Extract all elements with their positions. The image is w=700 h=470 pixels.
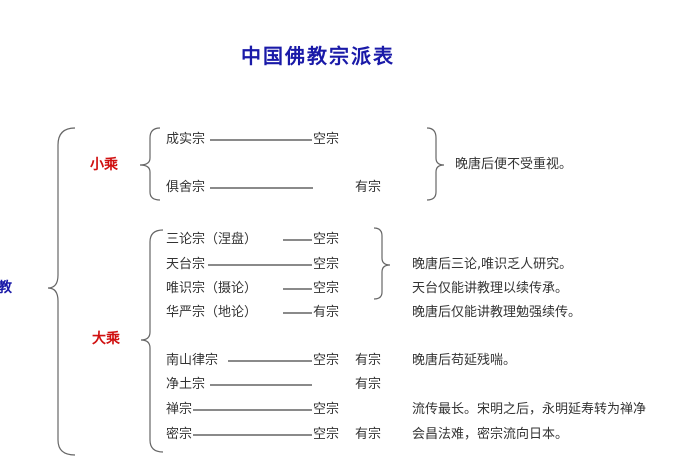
you-label: 有宗 [355, 353, 382, 368]
root-brace [47, 127, 76, 456]
note: 晚唐后仅能讲教理勉强续传。 [412, 305, 582, 320]
you-label: 有宗 [355, 377, 382, 392]
note: 晚唐后苟延残喘。 [412, 353, 517, 368]
note: 会昌法难，密宗流向日本。 [412, 427, 569, 442]
note-hinayana: 晚唐后便不受重视。 [455, 157, 573, 172]
school-jingtu: 净土宗 [166, 377, 206, 392]
kong-label: 空宗 [313, 427, 340, 442]
right-brace-small [373, 227, 391, 300]
you-label: 有宗 [355, 427, 382, 442]
kong-label: 空宗 [313, 257, 340, 272]
kong-label: 空宗 [313, 353, 340, 368]
school-weishi: 唯识宗（摄论） [166, 281, 258, 296]
mahayana-label: 大乘 [92, 331, 120, 347]
school-chan: 禅宗 [166, 402, 193, 417]
root-label: 教 [0, 280, 12, 296]
you-label: 有宗 [355, 180, 382, 195]
school-mi: 密宗 [166, 427, 193, 442]
school-jushe: 俱舍宗 [166, 180, 206, 195]
note: 天台仅能讲教理以续传承。 [412, 281, 569, 296]
kong-label: 空宗 [313, 132, 340, 147]
hinayana-label: 小乘 [90, 157, 118, 173]
school-nanshan: 南山律宗 [166, 353, 219, 368]
school-sanlun: 三论宗（涅盘） [166, 232, 258, 247]
you-label: 有宗 [313, 305, 340, 320]
school-chengshi: 成实宗 [166, 132, 206, 147]
note: 晚唐后三论,唯识乏人研究。 [412, 257, 573, 272]
school-huayan: 华严宗（地论） [166, 305, 258, 320]
kong-label: 空宗 [313, 232, 340, 247]
connector-lines [193, 139, 313, 436]
page-title: 中国佛教宗派表 [241, 44, 395, 68]
school-tiantai: 天台宗 [166, 257, 206, 272]
mahayana-brace [140, 229, 164, 453]
right-brace-hinayana [426, 127, 445, 201]
hinayana-brace [139, 127, 161, 201]
note: 流传最长。宋明之后，永明延寿转为禅净 [412, 402, 647, 417]
kong-label: 空宗 [313, 281, 340, 296]
kong-label: 空宗 [313, 402, 340, 417]
